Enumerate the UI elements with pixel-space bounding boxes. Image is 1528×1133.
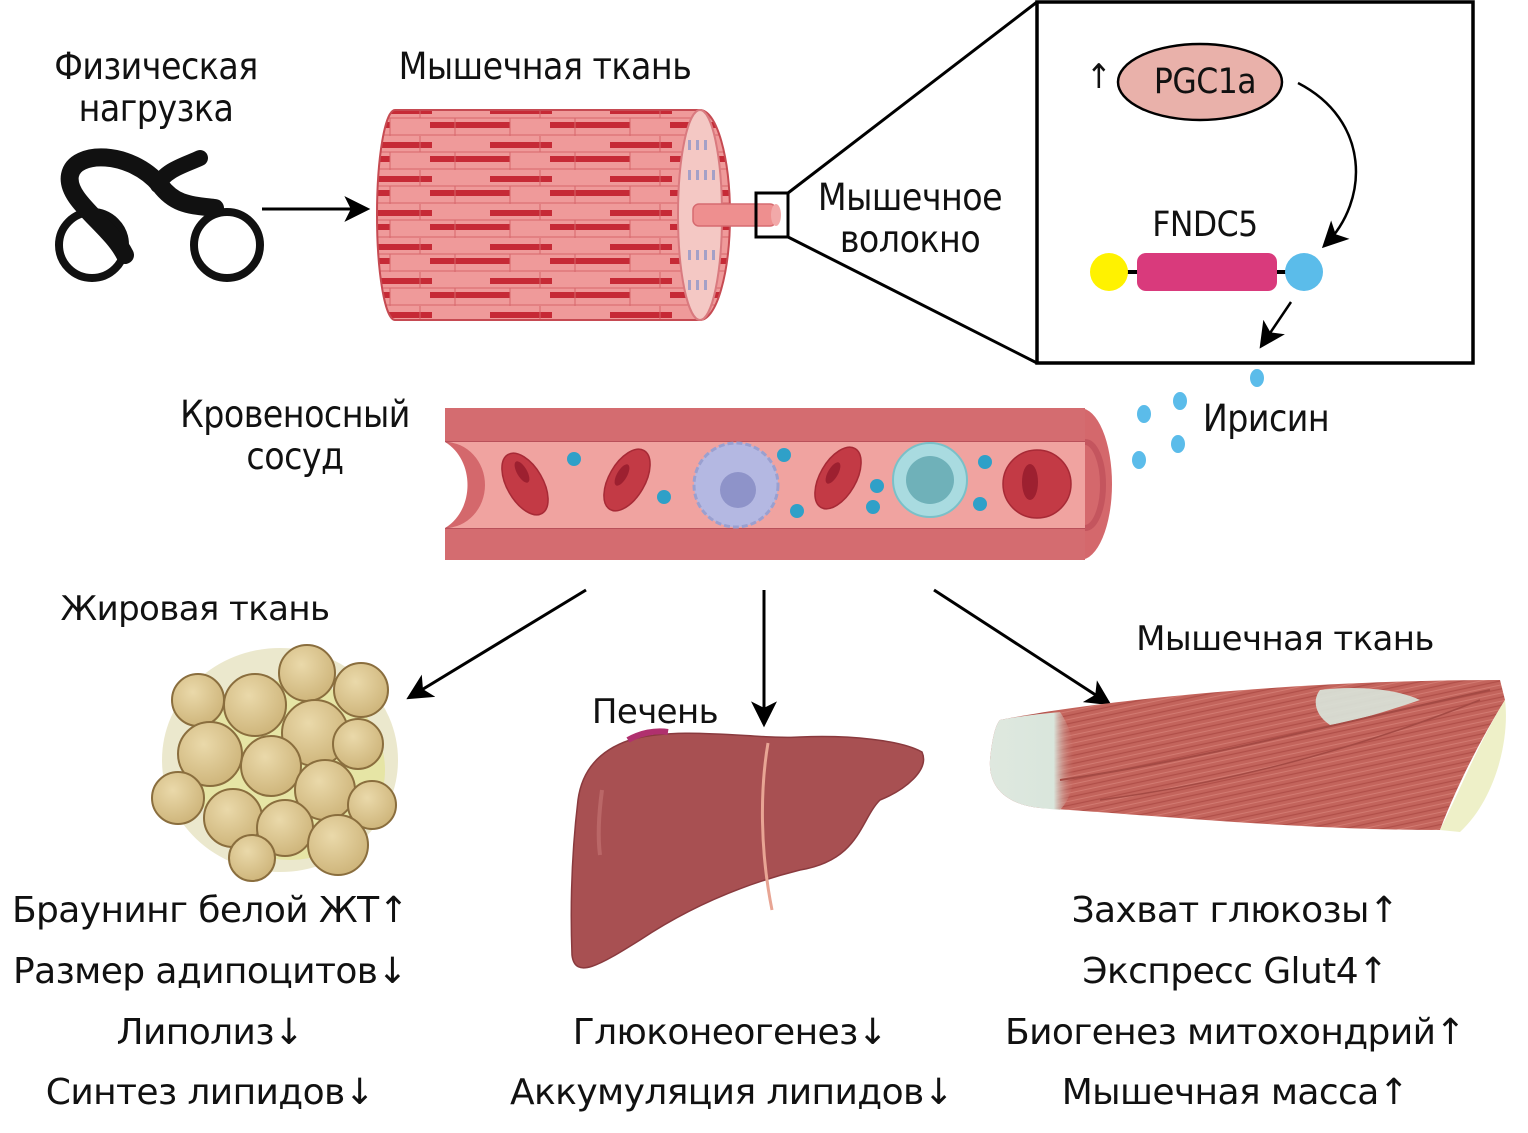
adipose-effect: Синтез липидов↓ [45,1072,375,1113]
arrow-fndc5-to-irisin [1259,301,1293,349]
adipose-effect: Липолиз↓ [116,1012,305,1053]
muscle-fiber-label-line1: Мышечное [817,176,1003,219]
inset-box [1035,0,1475,365]
fndc5-label: FNDC5 [1152,205,1258,245]
adipose-icon [151,644,398,882]
vessel-label: Кровеносный сосуд [160,394,430,478]
bicycle-icon [55,148,264,282]
arrow-to-adipose [406,588,587,700]
muscle-cylinder-icon [376,109,781,321]
liver-icon [570,728,925,969]
muscle-fiber-label: Мышечное волокно [800,177,1020,261]
muscle-effect: Экспресс Glut4↑ [1082,951,1388,992]
vessel-label-line1: Кровеносный [180,393,410,436]
liver-effect: Глюконеогенез↓ [572,1012,888,1053]
arrow-to-muscle [933,588,1112,706]
muscle-tissue-label: Мышечная ткань [398,45,692,88]
liver-effect: Аккумуляция липидов↓ [510,1072,954,1113]
muscle-title: Мышечная ткань [1136,619,1434,659]
adipose-title: Жировая ткань [60,589,330,629]
irisin-dots [1132,369,1264,469]
exercise-label-line1: Физическая [54,45,258,88]
muscle-icon [989,680,1506,832]
pgc1a-up-arrow: ↑ [1086,57,1112,97]
pgc1a-node [1116,42,1284,122]
fndc5-protein [1090,253,1323,291]
blood-vessel-icon [445,408,1112,560]
muscle-fiber-label-line2: волокно [839,218,981,261]
vessel-label-line2: сосуд [246,435,344,478]
muscle-effect: Захват глюкозы↑ [1071,890,1399,931]
exercise-label-line2: нагрузка [78,87,234,130]
muscle-effect: Биогенез митохондрий↑ [1005,1012,1466,1053]
pgc1a-label: PGC1a [1153,62,1257,102]
exercise-label: Физическая нагрузка [36,46,276,130]
liver-title: Печень [591,692,719,732]
zoom-callout [754,0,1038,365]
adipose-effect: Размер адипоцитов↓ [13,951,408,992]
arrow-pgc1a-to-fndc5 [1297,81,1358,249]
adipose-effect: Браунинг белой ЖТ↑ [11,890,409,931]
muscle-effect: Мышечная масса↑ [1061,1072,1409,1113]
irisin-label: Ирисин [1202,397,1330,440]
